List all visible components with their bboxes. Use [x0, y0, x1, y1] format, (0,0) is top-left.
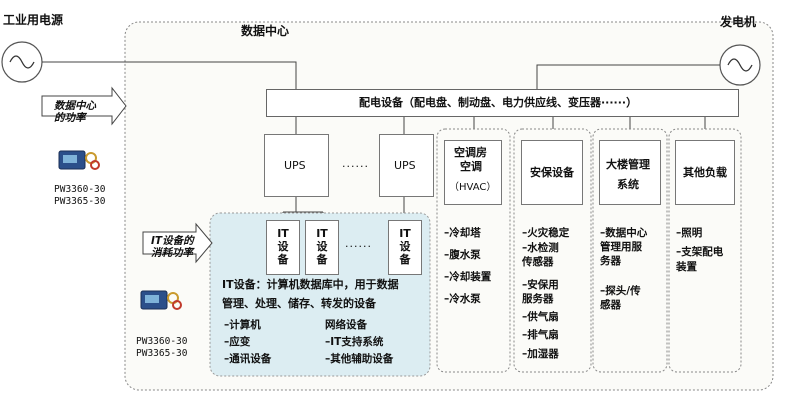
- security-header-box: 安保设备: [521, 140, 583, 205]
- dc-power-label-line2: 的功率: [54, 112, 86, 124]
- building-header-box: 大楼管理 系统: [599, 140, 661, 205]
- distribution-label: 配电设备（配电盘、制动盘、电力供应线、变压器······）: [359, 96, 638, 109]
- power-meter-icon-top: [58, 150, 100, 170]
- other-header-line1: 其他负载: [683, 166, 727, 179]
- ups-ellipsis: ······: [342, 160, 369, 173]
- dc-power-arrow: [41, 86, 127, 126]
- hvac-items: –冷却塔 –腹水泵 –冷却装置 –冷水泵: [444, 222, 491, 310]
- security-item: –加湿器: [522, 347, 559, 360]
- meter-bottom-model-2: PW3365-30: [136, 348, 188, 359]
- it-ellipsis: ······: [345, 240, 372, 253]
- other-header-box: 其他负载: [675, 140, 735, 205]
- hvac-header-box: 空调房 空调 （HVAC）: [444, 140, 502, 205]
- hvac-item: –腹水泵: [444, 249, 481, 261]
- generator-label: 发电机: [720, 15, 757, 29]
- security-item: –水检测: [522, 241, 559, 254]
- meter-top-model-2: PW3365-30: [54, 196, 106, 207]
- ups-label-right: UPS: [394, 159, 416, 172]
- it-power-label-line2: 消耗功率: [151, 247, 193, 259]
- hvac-header-line1: 空调房: [454, 146, 487, 159]
- main-feed-line: [42, 61, 297, 89]
- hvac-item: –冷却装置: [444, 271, 492, 283]
- ups-label-left: UPS: [284, 159, 306, 172]
- hvac-item: –冷水泵: [444, 293, 481, 305]
- building-item: 感器: [600, 299, 621, 311]
- hvac-frame: [436, 128, 511, 373]
- security-items: –火灾稳定 –水检测 传感器 –安保用 服务器 –供气扇 –排气扇 –加湿器: [522, 226, 569, 361]
- it-description-line1: IT设备：计算机数据库中，用于数据: [222, 278, 399, 291]
- other-item: –支架配电: [676, 246, 724, 258]
- building-header-line1: 大楼管理: [606, 158, 650, 171]
- ups-box-left: UPS: [264, 134, 329, 197]
- hvac-header-line3: （HVAC）: [449, 182, 497, 193]
- dc-power-label-line1: 数据中心: [54, 100, 96, 112]
- it-items-right: 网络设备 –IT支持系统 –其他辅助设备: [325, 317, 393, 368]
- security-header-line1: 安保设备: [530, 166, 574, 179]
- it-description-line2: 管理、处理、储存、转发的设备: [222, 297, 376, 310]
- it-item: –其他辅助设备: [325, 353, 394, 365]
- security-item: 服务器: [522, 293, 554, 305]
- security-item: –排气扇: [522, 329, 559, 341]
- building-item: –探头/传: [600, 285, 641, 297]
- it-item: –IT支持系统: [325, 336, 384, 348]
- data-center-label: 数据中心: [241, 24, 290, 38]
- it-item: 网络设备: [325, 319, 367, 331]
- security-item: –供气扇: [522, 310, 559, 323]
- it-power-arrow: [142, 222, 213, 264]
- distribution-box: 配电设备（配电盘、制动盘、电力供应线、变压器······）: [266, 89, 739, 117]
- hvac-header-line2: 空调: [460, 160, 482, 173]
- building-items: –数据中心 管理用服 务器 –探头/传 感器: [600, 226, 647, 312]
- building-item: 管理用服: [600, 241, 642, 253]
- meter-top-model-1: PW3360-30: [54, 184, 106, 195]
- security-item: –火灾稳定: [522, 227, 570, 239]
- it-item: –计算机: [224, 319, 261, 331]
- building-frame: [592, 128, 668, 373]
- it-power-label: IT设备的 消耗功率: [151, 235, 194, 259]
- dc-power-label: 数据中心 的功率: [54, 100, 96, 124]
- building-item: –数据中心: [600, 227, 648, 239]
- security-item: 传感器: [522, 256, 554, 268]
- it-region: [209, 212, 431, 377]
- building-header-line2: 系统: [617, 178, 639, 191]
- hvac-item: –冷却塔: [444, 227, 481, 239]
- generator-feed-line: [536, 64, 720, 89]
- other-item: 装置: [676, 261, 697, 273]
- industrial-power-label: 工业用电源: [3, 13, 64, 27]
- it-item: –通讯设备: [224, 353, 272, 365]
- other-items: –照明 –支架配电 装置: [676, 226, 723, 275]
- it-item: –应变: [224, 336, 251, 348]
- power-meter-icon-bottom: [140, 290, 182, 310]
- other-item: –照明: [676, 227, 703, 239]
- other-frame: [668, 128, 742, 373]
- it-items-left: –计算机 –应变 –通讯设备: [224, 317, 271, 368]
- ups-box-right: UPS: [379, 134, 434, 197]
- security-item: –安保用: [522, 278, 559, 291]
- it-power-label-line1: IT设备的: [151, 235, 194, 247]
- building-item: 务器: [600, 255, 621, 267]
- meter-bottom-model-1: PW3360-30: [136, 336, 188, 347]
